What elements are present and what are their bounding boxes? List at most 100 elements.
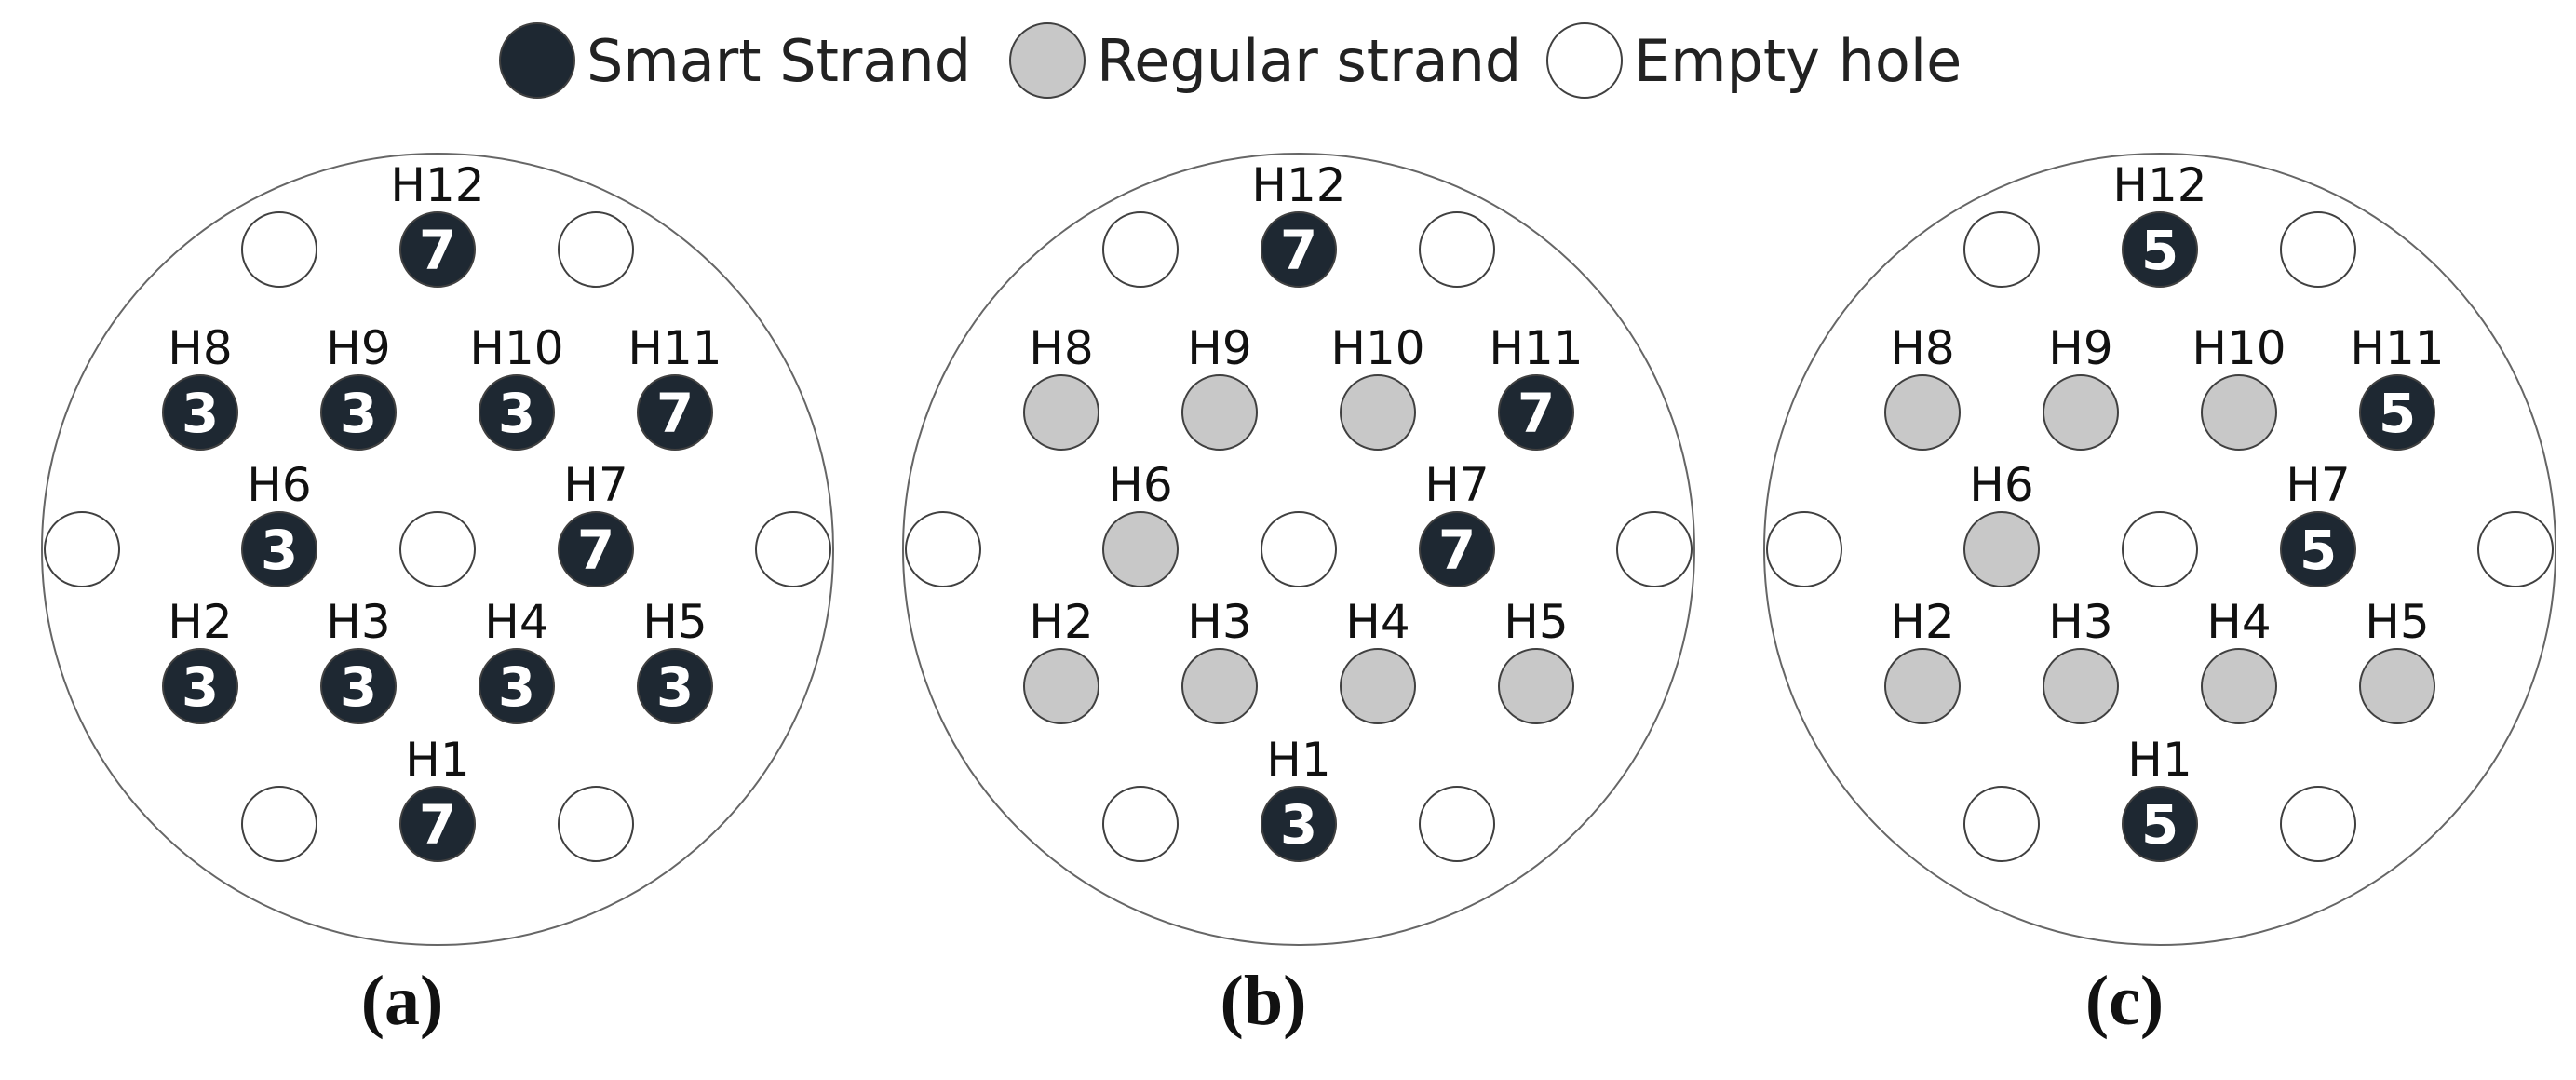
regular-strand-marker xyxy=(2043,648,2119,724)
smart-strand-marker xyxy=(399,211,476,288)
empty-hole xyxy=(1963,211,2040,288)
hole-label: H11 xyxy=(1489,321,1583,375)
hole-h4: H4 xyxy=(1340,595,1416,724)
regular-strand-marker xyxy=(1884,374,1961,451)
hole-h7: H77 xyxy=(1419,458,1495,587)
empty-hole xyxy=(399,511,476,587)
hole-h6: H6 xyxy=(1963,458,2040,587)
empty-hole xyxy=(2280,786,2356,862)
hole-h5: H53 xyxy=(637,595,713,724)
hole-h10: H10 xyxy=(1330,321,1425,451)
smart-strand-marker xyxy=(2359,374,2435,451)
empty-hole xyxy=(1766,511,1842,587)
hole-label: H8 xyxy=(1029,321,1093,375)
empty-hole xyxy=(905,511,981,587)
hole-label: H1 xyxy=(1266,733,1330,787)
hole-label: H9 xyxy=(326,321,390,375)
hole-h2: H2 xyxy=(1884,595,1961,724)
hole-label: H8 xyxy=(1890,321,1954,375)
hole-label: H3 xyxy=(326,595,390,649)
empty-hole xyxy=(1419,211,1495,288)
hole-h1: H13 xyxy=(1261,733,1337,862)
legend-item-smart: Smart Strand xyxy=(499,22,971,99)
hole-label: H3 xyxy=(2048,595,2112,649)
empty-hole xyxy=(1102,211,1179,288)
legend-swatch-empty-icon xyxy=(1546,22,1623,99)
legend-label: Smart Strand xyxy=(587,27,971,95)
smart-strand-marker xyxy=(162,648,238,724)
hole-label: H5 xyxy=(2365,595,2429,649)
hole-h9: H9 xyxy=(1181,321,1258,451)
hole-label: H6 xyxy=(247,458,311,512)
smart-strand-marker xyxy=(162,374,238,451)
regular-strand-marker xyxy=(2043,374,2119,451)
legend-item-empty: Empty hole xyxy=(1546,22,1962,99)
sensor-count: 5 xyxy=(2141,793,2178,857)
sensor-count: 7 xyxy=(419,793,456,857)
hole-h5: H5 xyxy=(1498,595,1574,724)
empty-hole xyxy=(2477,511,2554,587)
smart-strand-marker xyxy=(2280,511,2356,587)
hole-h4: H4 xyxy=(2201,595,2277,724)
sensor-count: 3 xyxy=(498,382,535,445)
regular-strand-marker xyxy=(1023,648,1099,724)
hole-h1: H17 xyxy=(399,733,476,862)
panel-caption: (a) xyxy=(361,962,444,1040)
hole-label: H7 xyxy=(2286,458,2350,512)
sensor-count: 5 xyxy=(2141,219,2178,282)
hole-label: H10 xyxy=(1330,321,1424,375)
hole-h9: H93 xyxy=(320,321,397,451)
smart-strand-marker xyxy=(2122,211,2198,288)
smart-strand-marker xyxy=(320,374,397,451)
smart-strand-marker xyxy=(637,374,713,451)
hole-label: H12 xyxy=(390,158,484,212)
regular-strand-marker xyxy=(1181,374,1258,451)
hole-h8: H8 xyxy=(1023,321,1099,451)
hole-label: H2 xyxy=(168,595,232,649)
legend-label: Regular strand xyxy=(1097,27,1521,95)
smart-strand-marker xyxy=(1419,511,1495,587)
legend-swatch-regular-icon xyxy=(1009,22,1086,99)
regular-strand-marker xyxy=(1340,374,1416,451)
hole-h2: H23 xyxy=(162,595,238,724)
empty-hole xyxy=(1963,786,2040,862)
empty-hole xyxy=(558,786,634,862)
hole-label: H4 xyxy=(1345,595,1409,649)
hole-h10: H10 xyxy=(2192,321,2286,451)
hole-label: H2 xyxy=(1029,595,1093,649)
hole-label: H9 xyxy=(1187,321,1251,375)
hole-h7: H75 xyxy=(2280,458,2356,587)
sensor-count: 3 xyxy=(182,655,219,719)
sensor-count: 3 xyxy=(261,519,298,582)
legend-item-regular: Regular strand xyxy=(1009,22,1521,99)
empty-hole xyxy=(755,511,831,587)
sensor-count: 7 xyxy=(1517,382,1555,445)
empty-hole xyxy=(2122,511,2198,587)
smart-strand-marker xyxy=(1498,374,1574,451)
sensor-count: 7 xyxy=(1280,219,1317,282)
hole-h6: H6 xyxy=(1102,458,1179,587)
smart-strand-marker xyxy=(479,374,555,451)
hole-label: H3 xyxy=(1187,595,1251,649)
hole-h6: H63 xyxy=(241,458,317,587)
regular-strand-marker xyxy=(2201,648,2277,724)
sensor-count: 3 xyxy=(1280,793,1317,857)
sensor-count: 7 xyxy=(1438,519,1476,582)
sensor-count: 3 xyxy=(340,382,377,445)
hole-label: H12 xyxy=(1251,158,1345,212)
hole-h7: H77 xyxy=(558,458,634,587)
smart-strand-marker xyxy=(1261,786,1337,862)
sensor-count: 3 xyxy=(340,655,377,719)
sensor-count: 7 xyxy=(656,382,694,445)
sensor-count: 3 xyxy=(498,655,535,719)
smart-strand-marker xyxy=(1261,211,1337,288)
smart-strand-marker xyxy=(479,648,555,724)
